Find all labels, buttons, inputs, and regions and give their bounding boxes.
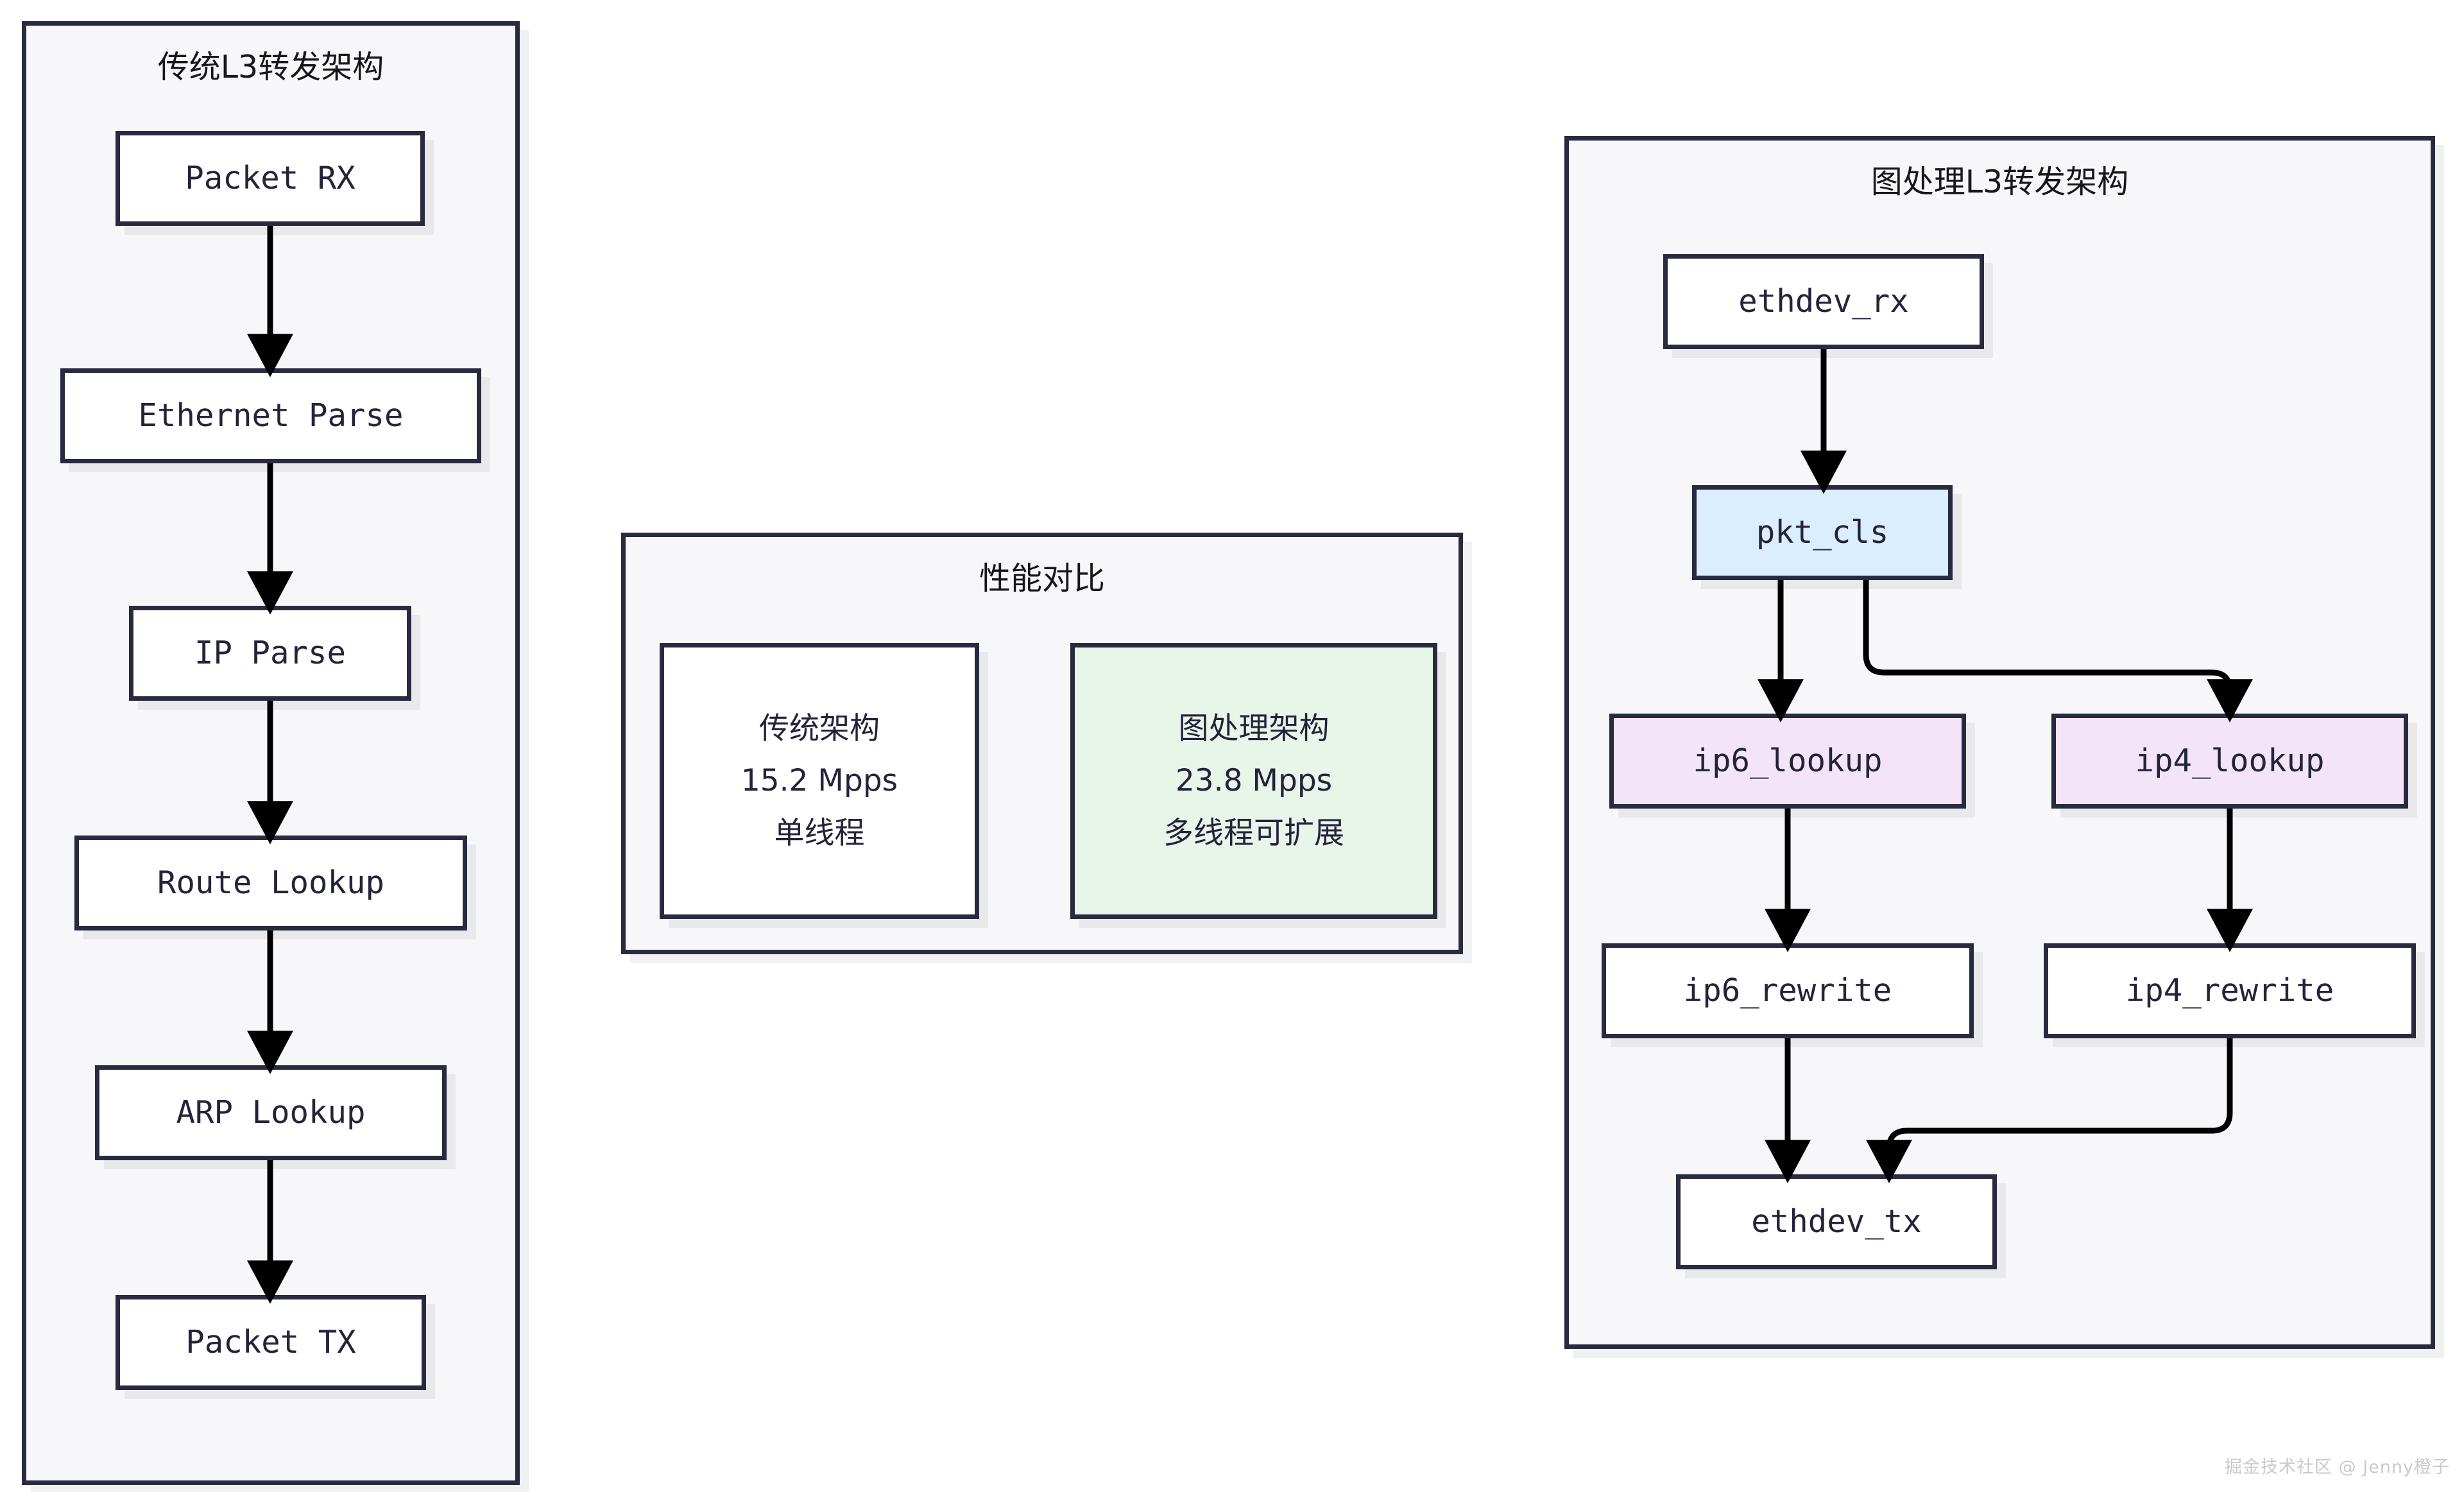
node-ip6-rewrite-label: ip6_rewrite xyxy=(1683,972,1892,1009)
node-arp-lookup[interactable]: ARP Lookup xyxy=(95,1065,447,1160)
node-ip4-lookup[interactable]: ip4_lookup xyxy=(2051,714,2408,809)
card-traditional-perf[interactable]: 传统架构 15.2 Mpps 单线程 xyxy=(660,643,979,919)
node-packet-rx-label: Packet RX xyxy=(185,160,355,197)
cluster-comparison-title: 性能对比 xyxy=(979,560,1105,597)
node-arp-lookup-label: ARP Lookup xyxy=(176,1094,366,1131)
node-packet-tx[interactable]: Packet TX xyxy=(116,1295,426,1390)
node-ip4-rewrite-label: ip4_rewrite xyxy=(2125,972,2334,1009)
node-ethdev-rx-label: ethdev_rx xyxy=(1738,283,1909,320)
node-ip6-lookup-label: ip6_lookup xyxy=(1693,742,1883,780)
card-traditional-perf-label: 传统架构 15.2 Mpps 单线程 xyxy=(741,713,898,849)
node-ip6-rewrite[interactable]: ip6_rewrite xyxy=(1602,943,1974,1038)
card-graph-perf-line-2: 23.8 Mpps xyxy=(1175,763,1333,799)
node-ip-parse-label: IP Parse xyxy=(194,635,346,672)
card-traditional-perf-line-2: 15.2 Mpps xyxy=(740,763,898,799)
node-ip6-lookup[interactable]: ip6_lookup xyxy=(1609,714,1966,809)
card-graph-perf-line-3: 多线程可扩展 xyxy=(1163,815,1344,851)
node-packet-rx[interactable]: Packet RX xyxy=(116,131,425,226)
node-ip-parse[interactable]: IP Parse xyxy=(129,606,411,701)
node-pkt-cls-label: pkt_cls xyxy=(1756,514,1889,551)
node-packet-tx-label: Packet TX xyxy=(185,1324,356,1361)
node-ip4-rewrite[interactable]: ip4_rewrite xyxy=(2044,943,2416,1038)
card-graph-perf-label: 图处理架构 23.8 Mpps 多线程可扩展 xyxy=(1163,713,1344,849)
cluster-graph-title: 图处理L3转发架构 xyxy=(1870,164,2129,200)
node-ethdev-tx-label: ethdev_tx xyxy=(1751,1203,1922,1240)
card-graph-perf[interactable]: 图处理架构 23.8 Mpps 多线程可扩展 xyxy=(1070,643,1437,919)
card-traditional-perf-line-1: 传统架构 xyxy=(758,710,880,746)
cluster-traditional-title: 传统L3转发架构 xyxy=(157,49,384,85)
node-route-lookup[interactable]: Route Lookup xyxy=(74,836,467,930)
card-traditional-perf-line-3: 单线程 xyxy=(774,815,865,851)
node-ip4-lookup-label: ip4_lookup xyxy=(2135,742,2325,780)
watermark-text: 掘金技术社区 @ Jenny橙子 xyxy=(2225,1457,2450,1477)
node-pkt-cls[interactable]: pkt_cls xyxy=(1692,485,1953,580)
card-graph-perf-line-1: 图处理架构 xyxy=(1178,710,1330,746)
node-ethernet-parse[interactable]: Ethernet Parse xyxy=(60,368,481,463)
cluster-traditional: 传统L3转发架构 xyxy=(22,21,520,1485)
node-ethdev-rx[interactable]: ethdev_rx xyxy=(1663,254,1984,349)
node-route-lookup-label: Route Lookup xyxy=(157,864,384,902)
node-ethernet-parse-label: Ethernet Parse xyxy=(138,397,404,434)
node-ethdev-tx[interactable]: ethdev_tx xyxy=(1676,1174,1997,1269)
